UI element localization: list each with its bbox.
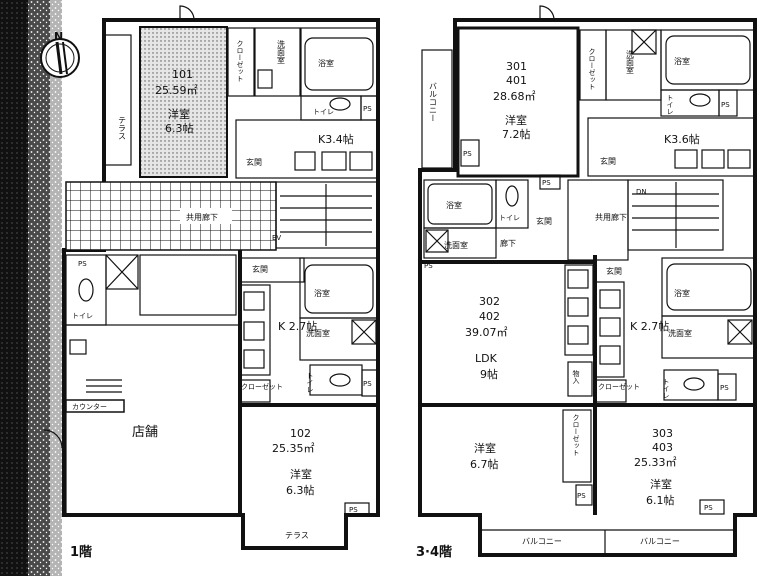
ps-floor1-left: PS [78,260,87,268]
closet-101: クローゼット [236,40,244,82]
corridor-floor1: 共用廊下 [186,212,218,222]
storage-302: 物入 [572,369,580,384]
unit-102-size: 6.3帖 [286,484,315,497]
toilet-102: トイレ [306,372,314,393]
washroom-102: 洗面室 [306,328,330,338]
ps-302-top: PS [542,179,551,187]
shop-label: 店舗 [132,425,158,440]
ps-303: PS [720,384,729,392]
toilet-303: トイレ [662,378,670,399]
unit-302-area: 39.07㎡ [465,326,508,339]
unit-302-western-size: 6.7帖 [470,458,499,471]
kitchen-102: K 2.7帖 [278,320,317,333]
unit-101-size: 6.3帖 [165,122,194,135]
closet-303: クローゼット [598,382,640,391]
counter-label: カウンター [72,402,107,411]
ps-303-bottom: PS [704,504,713,512]
unit-101-area: 25.59㎡ [155,84,198,97]
toilet-301: トイレ [666,94,674,115]
speckled-border [0,0,62,576]
kitchen-101: K3.4帖 [318,133,354,146]
bath-302: 浴室 [446,200,462,210]
room-101 [139,26,228,178]
compass-north-label: N [54,30,63,43]
unit-302-western-room: 洋室 [474,441,496,455]
unit-102-room: 洋室 [290,467,312,481]
room-301 [456,26,580,178]
kitchen-301: K3.6帖 [664,133,700,146]
entrance-301: 玄関 [600,156,616,166]
washroom-101: 洗面室 [277,39,286,64]
floor1-plan: テラス 101 25.59㎡ 洋室 6.3帖 クローゼット 洗面室 浴室 トイレ… [43,5,380,560]
bath-101: 浴室 [318,58,334,68]
unit-302-number2: 402 [479,310,500,323]
ps-102: PS [363,380,372,388]
ps-301: PS [721,101,730,109]
unit-302-ldk: LDK [475,352,498,365]
balcony-left-301: バルコニー [429,82,438,122]
floor34-plan: バルコニー 301 401 28.68㎡ 洋室 7.2帖 PS クローゼット 洗… [416,5,757,560]
unit-301-number2: 401 [506,74,527,87]
hallway-302: 廊下 [500,238,516,248]
unit-301-room: 洋室 [505,113,527,127]
bath-102: 浴室 [314,288,330,298]
balcony-303: バルコニー [640,537,680,546]
unit-303-room: 洋室 [650,477,672,491]
toilet-floor1-left: トイレ [72,312,93,320]
washroom-302: 洗面室 [444,240,468,250]
unit-101-room: 洋室 [168,107,190,121]
terrace-left-101: テラス [118,116,127,140]
dn-label: DN [636,188,647,196]
toilet-302: トイレ [499,214,520,222]
washroom-301: 洗面室 [626,49,635,74]
entrance-102: 玄関 [252,264,268,274]
bath-303: 浴室 [674,288,690,298]
compass-icon: N [40,30,80,78]
ev-label: EV [272,234,281,242]
kitchen-303: K 2.7帖 [630,320,669,333]
unit-101-number: 101 [172,68,193,81]
unit-303-area: 25.33㎡ [634,456,677,469]
unit-303-number2: 403 [652,441,673,454]
corridor-floor34: 共用廊下 [595,212,627,222]
floor1-label: 1階 [70,544,92,560]
ps-302-bottom: PS [577,492,586,500]
ps-102-bottom: PS [349,506,358,514]
balcony-302: バルコニー [522,537,562,546]
floor34-label: 3·4階 [416,544,452,560]
ps-101: PS [363,105,372,113]
washroom-303: 洗面室 [668,328,692,338]
bath-301: 浴室 [674,56,690,66]
corridor-tiles [65,181,277,251]
closet-302: クローゼット [572,414,580,456]
unit-102-number: 102 [290,427,311,440]
toilet-101: トイレ [313,108,334,116]
ps-302-left: PS [424,262,433,270]
entrance-303: 玄関 [606,266,622,276]
unit-301-size: 7.2帖 [502,128,531,141]
unit-102-area: 25.35㎡ [272,442,315,455]
unit-303-size: 6.1帖 [646,494,675,507]
entrance-101: 玄関 [246,157,262,167]
unit-302-ldk-size: 9帖 [480,368,498,381]
ps-301-room: PS [463,150,472,158]
terrace-bottom-102: テラス [285,531,309,540]
closet-301: クローゼット [588,48,596,90]
unit-302-number: 302 [479,295,500,308]
unit-301-number: 301 [506,60,527,73]
unit-303-number: 303 [652,427,673,440]
unit-301-area: 28.68㎡ [493,90,536,103]
entrance-302: 玄関 [536,216,552,226]
closet-102: クローゼット [241,382,283,391]
